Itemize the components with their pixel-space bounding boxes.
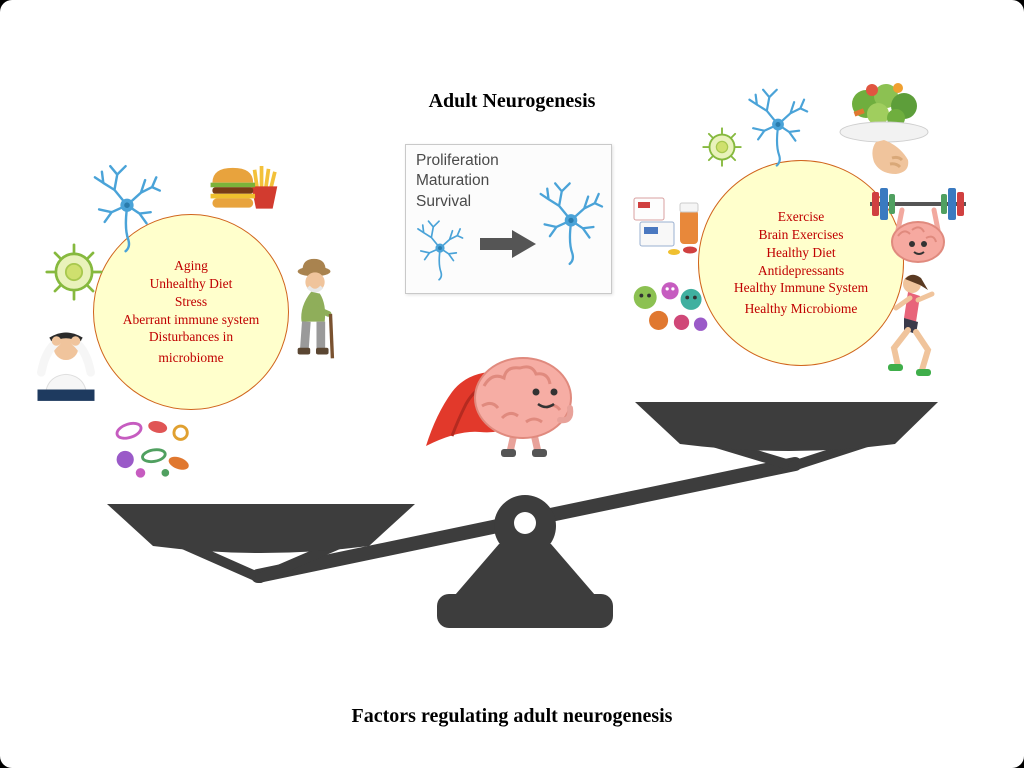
factor-item: Stress bbox=[174, 293, 208, 309]
running-woman-icon bbox=[888, 274, 935, 376]
superhero-brain-icon bbox=[426, 357, 574, 457]
factor-item: Antidepressants bbox=[757, 262, 845, 278]
microbes-icon bbox=[115, 421, 189, 478]
positive-factors-circle: Exercise Brain Exercises Healthy Diet An… bbox=[698, 160, 904, 366]
neuron-icon bbox=[538, 161, 604, 285]
factor-item: Aberrant immune system bbox=[122, 311, 260, 327]
process-steps: Proliferation Maturation Survival bbox=[416, 151, 499, 212]
factor-item: Exercise bbox=[777, 208, 825, 224]
factor-item: Unhealthy Diet bbox=[149, 275, 233, 291]
factor-item: Healthy Immune System bbox=[733, 280, 869, 296]
stressed-man-icon bbox=[37, 332, 95, 401]
process-step: Maturation bbox=[416, 172, 490, 190]
scale-right-pan bbox=[635, 402, 938, 451]
virus-icon bbox=[45, 243, 103, 301]
factor-item: Healthy Diet bbox=[766, 244, 836, 260]
factor-item: Disturbances in bbox=[148, 329, 234, 345]
neuron-icon bbox=[416, 211, 464, 289]
factor-item: Brain Exercises bbox=[758, 226, 844, 242]
scale-left-pan bbox=[107, 504, 415, 553]
process-step: Proliferation bbox=[416, 152, 499, 169]
brain-lifting-weights-icon bbox=[870, 188, 966, 263]
positive-factors-list: Exercise Brain Exercises Healthy Diet An… bbox=[734, 208, 868, 319]
neurogenesis-process-box: Proliferation Maturation Survival bbox=[405, 144, 612, 294]
factor-item: microbiome bbox=[158, 350, 224, 366]
factor-item: Healthy Microbiome bbox=[744, 301, 858, 317]
neuron-icon bbox=[735, 86, 821, 168]
healthy-food-icon bbox=[839, 83, 929, 174]
factor-item: Aging bbox=[174, 257, 208, 273]
figure-caption: Factors regulating adult neurogenesis bbox=[351, 705, 673, 727]
pills-icon bbox=[633, 197, 699, 255]
negative-factors-circle: Aging Unhealthy Diet Stress Aberrant imm… bbox=[93, 214, 289, 410]
junk-food-icon bbox=[210, 165, 278, 209]
elderly-man-icon bbox=[297, 258, 335, 359]
balance-scale bbox=[107, 402, 938, 628]
page-title: Adult Neurogenesis bbox=[428, 90, 596, 112]
process-step: Survival bbox=[416, 192, 472, 210]
germs-icon bbox=[633, 282, 708, 331]
negative-factors-list: Aging Unhealthy Diet Stress Aberrant imm… bbox=[123, 257, 259, 368]
neuron-icon bbox=[78, 162, 176, 254]
arrow-right-icon bbox=[480, 230, 536, 258]
